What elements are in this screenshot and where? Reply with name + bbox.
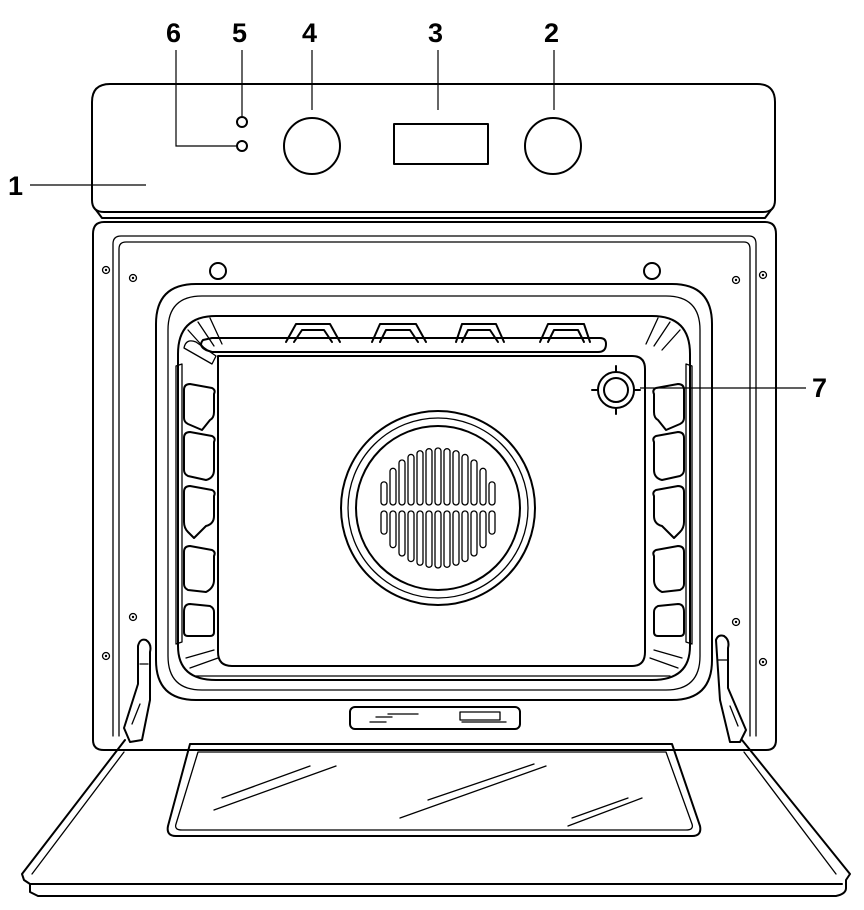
- fan-slot: [425, 510, 433, 568]
- fan-slot: [470, 459, 478, 506]
- selector-knob-4[interactable]: [283, 117, 341, 175]
- fan-slot: [461, 453, 469, 506]
- fan-slot: [380, 481, 388, 506]
- fan-slot: [407, 453, 415, 506]
- callout-6: 6: [166, 18, 181, 48]
- fan-slot: [434, 510, 442, 569]
- oven-door-open: [21, 739, 851, 897]
- rating-plate: [349, 706, 521, 730]
- oven-cavity: [155, 283, 713, 701]
- fan-slot: [425, 448, 433, 506]
- fan-slot: [452, 510, 460, 566]
- grill-element: [183, 323, 607, 365]
- callout-1: 1: [8, 171, 23, 201]
- callouts: 6 5 4 3 2 1 7: [8, 18, 827, 403]
- fan-slot: [461, 510, 469, 563]
- fan-slot: [479, 467, 487, 506]
- fan-slot: [398, 510, 406, 557]
- shelf-support-right: [652, 363, 693, 645]
- callout-4: 4: [302, 18, 317, 48]
- door-hinge-left: [123, 638, 152, 743]
- fan-slot: [389, 467, 397, 506]
- thermostat-knob-2[interactable]: [524, 117, 582, 175]
- fan-slot: [434, 447, 442, 506]
- fan-slot: [470, 510, 478, 557]
- display-3: [393, 123, 489, 165]
- fan-slot: [416, 450, 424, 506]
- lamp-cover-right: [643, 262, 661, 280]
- callout-5: 5: [232, 18, 247, 48]
- fan-slot: [452, 450, 460, 506]
- fan-slot: [380, 510, 388, 535]
- fan-slot: [416, 510, 424, 566]
- door-hinge-right: [715, 634, 747, 743]
- fan-slot: [479, 510, 487, 549]
- fan-slot: [407, 510, 415, 563]
- fan-slot: [443, 448, 451, 506]
- oven-frame: [92, 221, 777, 751]
- shelf-support-left: [175, 363, 216, 645]
- indicator-light-5: [236, 116, 248, 128]
- cavity-corner-lines: [185, 317, 683, 677]
- callout-7: 7: [812, 373, 827, 403]
- oven-lamp-7: [591, 365, 641, 415]
- leader-6: [175, 50, 236, 147]
- fan-slot: [398, 459, 406, 506]
- control-panel: [91, 83, 776, 219]
- callout-2: 2: [544, 18, 559, 48]
- fan-slot: [443, 510, 451, 568]
- fan-slot: [389, 510, 397, 549]
- frame-screws: [101, 265, 768, 667]
- lamp-cover-left: [209, 262, 227, 280]
- callout-3: 3: [428, 18, 443, 48]
- indicator-light-6: [236, 140, 248, 152]
- door-glass-reflection: [213, 763, 643, 827]
- fan-slot: [488, 510, 496, 535]
- fan-cover: [340, 410, 536, 606]
- fan-slot: [488, 481, 496, 506]
